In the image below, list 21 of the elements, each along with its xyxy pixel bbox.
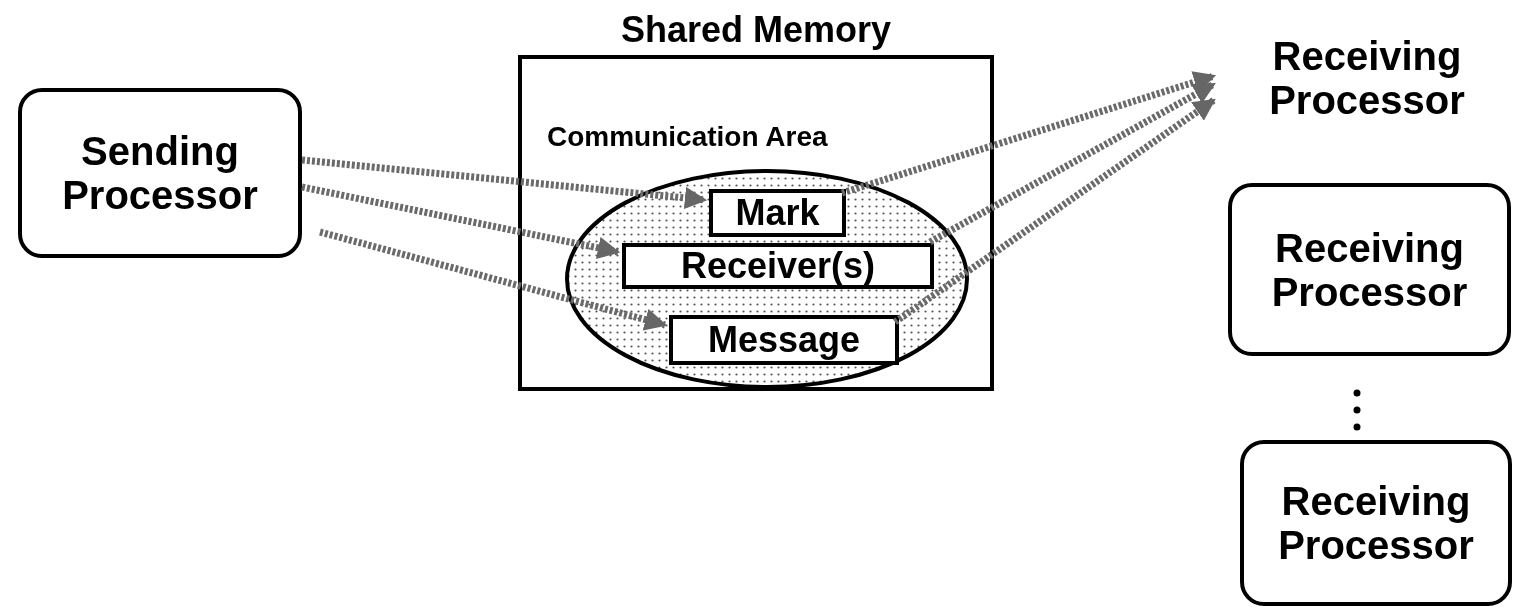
processor-label: Receiving Processor xyxy=(1268,34,1466,122)
processor-box xyxy=(1240,440,1512,606)
processor-label: Receiving Processor xyxy=(1277,479,1475,567)
field-box xyxy=(669,315,899,365)
field-box xyxy=(709,189,846,237)
arrow xyxy=(301,156,708,210)
field-box xyxy=(622,243,934,289)
field-label: Mark xyxy=(735,193,820,233)
field-label: Message xyxy=(707,320,861,360)
processor-box xyxy=(18,88,302,258)
processor-label: Sending Processor xyxy=(61,129,259,217)
processor-label: Receiving Processor xyxy=(1270,225,1469,314)
arrow xyxy=(319,228,668,331)
field-label: Receiver(s) xyxy=(680,246,876,286)
arrow xyxy=(301,183,621,259)
arrow xyxy=(893,97,1216,325)
memory-title: Shared Memory xyxy=(619,9,893,51)
area-label: Communication Area xyxy=(547,121,828,153)
arrow xyxy=(928,80,1216,246)
arrow xyxy=(840,71,1217,197)
processor-box xyxy=(1228,183,1511,356)
